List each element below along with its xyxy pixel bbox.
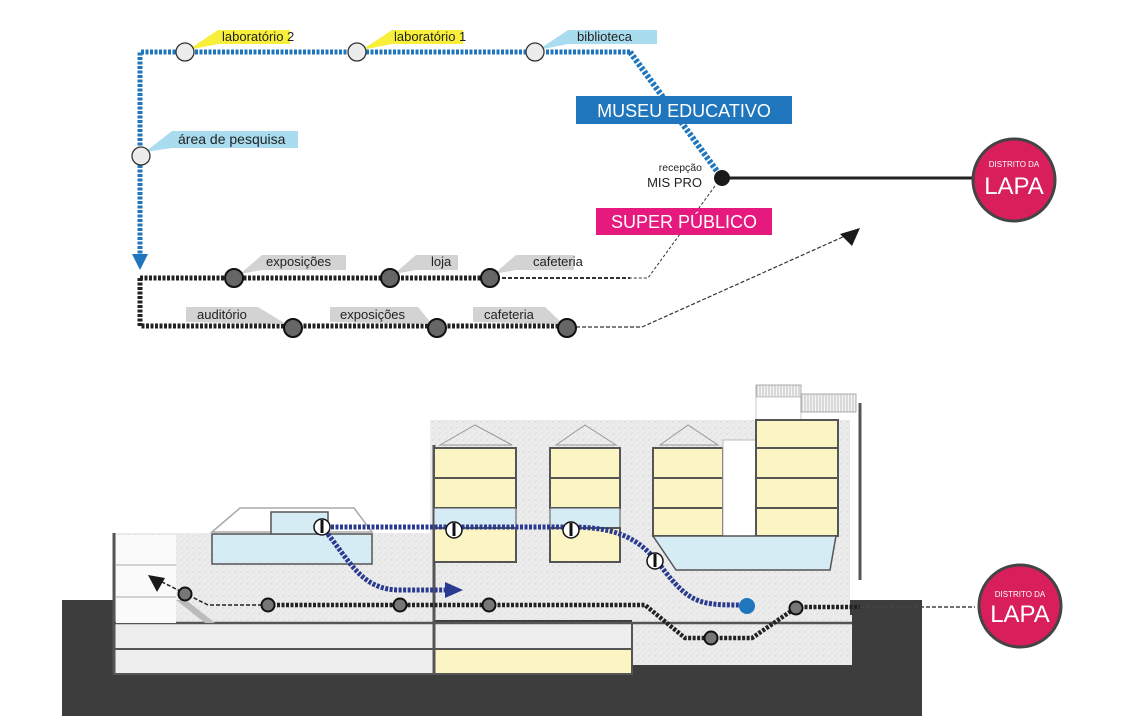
- public-route-lower-tail: [570, 235, 846, 328]
- museu-educativo-badge: MUSEU EDUCATIVO: [576, 96, 792, 124]
- blue-route-line: [137, 49, 630, 262]
- public-route-section-entry: [157, 579, 268, 606]
- station-laboratorio-2: laboratório 2: [175, 29, 294, 62]
- museu-label: MUSEU EDUCATIVO: [597, 101, 771, 121]
- station-node: [131, 146, 151, 166]
- exit-arrow-icon: [840, 228, 860, 246]
- circulation-node: [260, 597, 276, 613]
- ramp: [176, 600, 215, 623]
- museum-route-arrow-icon: [445, 582, 463, 598]
- reception-main-label: MIS PRO: [647, 175, 702, 190]
- station-node: [347, 42, 367, 62]
- station-label: cafeteria: [533, 254, 584, 269]
- destination-small-label: DISTRITO DA: [989, 160, 1040, 169]
- basement-level-2-right: [433, 648, 633, 675]
- top-route-diagram: laboratório 2 laboratório 1 biblioteca á…: [131, 29, 1057, 338]
- person-icon: [445, 521, 463, 539]
- museum-route-ramp: [320, 525, 448, 593]
- destination-big-label: LAPA: [984, 173, 1044, 200]
- station-label: exposições: [340, 307, 406, 322]
- destination-small-label: DISTRITO DA: [995, 590, 1046, 599]
- station-exposicoes-upper: exposições: [224, 254, 346, 288]
- station-exposicoes-lower: exposições: [330, 307, 447, 338]
- reception-small-label: recepção: [659, 162, 702, 174]
- station-label: auditório: [197, 307, 247, 322]
- destination-lapa-top: DISTRITO DA LAPA: [971, 137, 1057, 223]
- basement-level-2: [113, 648, 435, 675]
- station-node: [380, 268, 400, 288]
- reception-node: [714, 170, 730, 186]
- station-label: loja: [431, 254, 452, 269]
- circulation-node: [392, 597, 408, 613]
- station-cafeteria-upper: cafeteria: [480, 254, 584, 288]
- circulation-node: [177, 586, 193, 602]
- circulation-node: [703, 630, 719, 646]
- station-cafeteria-lower: cafeteria: [473, 307, 577, 338]
- station-label: laboratório 1: [394, 29, 466, 44]
- museum-route-section: [322, 524, 746, 608]
- station-node: [557, 318, 577, 338]
- circulation-node: [788, 600, 804, 616]
- station-label: cafeteria: [484, 307, 535, 322]
- glass-volume-right: [651, 535, 837, 571]
- circulation-node: [481, 597, 497, 613]
- station-node: [525, 42, 545, 62]
- building-section: DISTRITO DA LAPA: [62, 384, 1063, 716]
- housing-block-4: [755, 384, 862, 580]
- destination-lapa-section: DISTRITO DA LAPA: [977, 563, 1063, 649]
- station-label: área de pesquisa: [178, 131, 286, 147]
- station-label: exposições: [266, 254, 332, 269]
- station-node: [175, 42, 195, 62]
- station-node: [480, 268, 500, 288]
- housing-block-3: [652, 424, 759, 537]
- station-label: laboratório 2: [222, 29, 294, 44]
- basement-level-1: [113, 622, 435, 650]
- museum-endpoint-node: [739, 598, 755, 614]
- station-laboratorio-1: laboratório 1: [347, 29, 466, 62]
- station-node: [224, 268, 244, 288]
- station-biblioteca: biblioteca: [525, 29, 657, 62]
- person-icon: [562, 521, 580, 539]
- entrance-void: [116, 535, 176, 623]
- public-route-line: [137, 278, 570, 329]
- station-loja: loja: [380, 254, 458, 288]
- super-publico-badge: SUPER PÚBLICO: [596, 208, 772, 235]
- blue-route-arrow-icon: [132, 254, 148, 270]
- station-auditorio: auditório: [186, 307, 303, 338]
- basement-level-1-right: [433, 622, 633, 650]
- person-icon: [313, 518, 331, 536]
- station-node: [427, 318, 447, 338]
- super-label: SUPER PÚBLICO: [611, 211, 757, 232]
- person-icon: [646, 552, 664, 570]
- entry-arrow-icon: [148, 575, 165, 592]
- public-route-section: [268, 602, 860, 641]
- station-node: [283, 318, 303, 338]
- station-area-de-pesquisa: área de pesquisa: [131, 131, 298, 166]
- station-label: biblioteca: [577, 29, 633, 44]
- destination-big-label: LAPA: [990, 601, 1050, 628]
